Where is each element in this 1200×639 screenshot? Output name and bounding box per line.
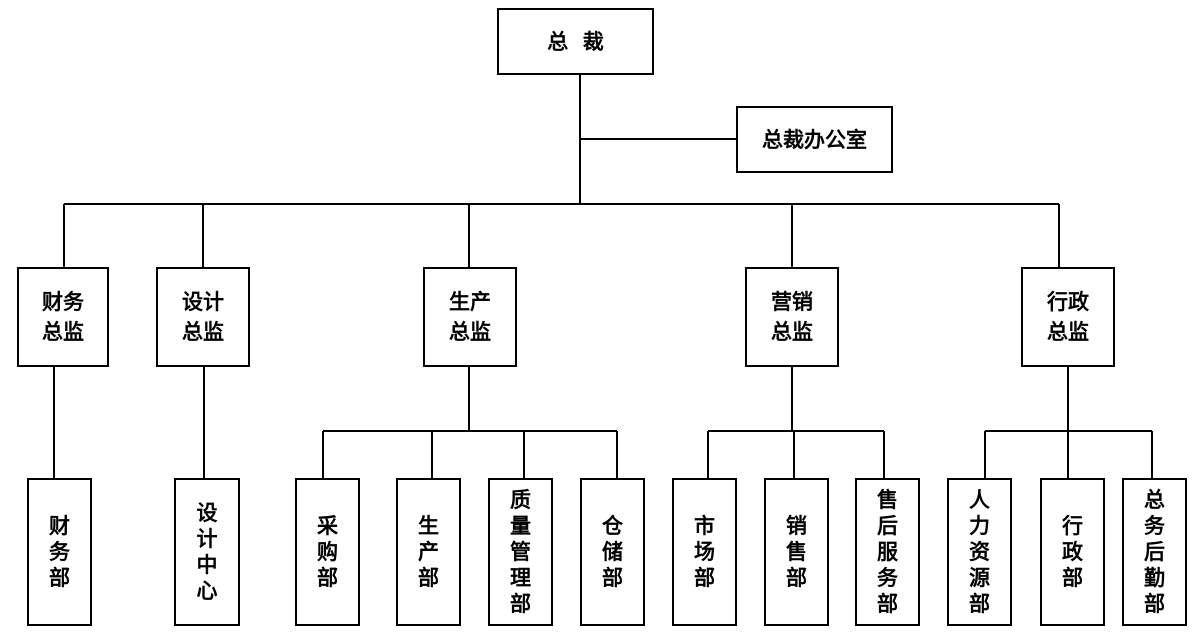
production-dept-box: 生 产 部	[396, 478, 461, 626]
quality-dept-label: 质 量 管 理 部	[510, 488, 531, 616]
after-sales-dept-box: 售 后 服 务 部	[855, 478, 920, 626]
logistics-dept-box: 总 务 后 勤 部	[1122, 478, 1187, 626]
admin-director-box: 行政 总监	[1021, 267, 1115, 367]
ceo-box: 总 裁	[497, 8, 654, 75]
purchasing-dept-label: 采 购 部	[317, 514, 338, 590]
hr-dept-box: 人 力 资 源 部	[947, 478, 1012, 626]
finance-director-label: 财务 总监	[42, 290, 84, 344]
logistics-dept-label: 总 务 后 勤 部	[1144, 488, 1165, 616]
quality-dept-box: 质 量 管 理 部	[488, 478, 553, 626]
admin-director-label: 行政 总监	[1047, 290, 1089, 344]
design-center-box: 设 计 中 心	[174, 478, 240, 626]
production-director-box: 生产 总监	[423, 267, 517, 367]
marketing-director-label: 营销 总监	[771, 290, 813, 344]
sales-dept-box: 销 售 部	[764, 478, 829, 626]
market-dept-box: 市 场 部	[672, 478, 737, 626]
admin-dept-label: 行 政 部	[1062, 514, 1083, 590]
market-dept-label: 市 场 部	[694, 514, 715, 590]
design-director-box: 设计 总监	[156, 267, 250, 367]
finance-director-box: 财务 总监	[17, 267, 109, 367]
design-center-label: 设 计 中 心	[196, 501, 218, 603]
warehouse-dept-label: 仓 储 部	[602, 514, 623, 590]
hr-dept-label: 人 力 资 源 部	[969, 488, 990, 616]
ceo-label: 总 裁	[547, 29, 604, 54]
finance-dept-label: 财 务 部	[49, 514, 70, 590]
design-director-label: 设计 总监	[182, 290, 224, 344]
production-director-label: 生产 总监	[449, 290, 491, 344]
ceo-office-label: 总裁办公室	[762, 127, 867, 152]
after-sales-dept-label: 售 后 服 务 部	[877, 488, 898, 616]
finance-dept-box: 财 务 部	[27, 478, 92, 626]
ceo-office-box: 总裁办公室	[736, 106, 893, 173]
sales-dept-label: 销 售 部	[786, 514, 807, 590]
marketing-director-box: 营销 总监	[745, 267, 839, 367]
production-dept-label: 生 产 部	[418, 514, 439, 590]
purchasing-dept-box: 采 购 部	[295, 478, 360, 626]
admin-dept-box: 行 政 部	[1040, 478, 1105, 626]
warehouse-dept-box: 仓 储 部	[580, 478, 645, 626]
